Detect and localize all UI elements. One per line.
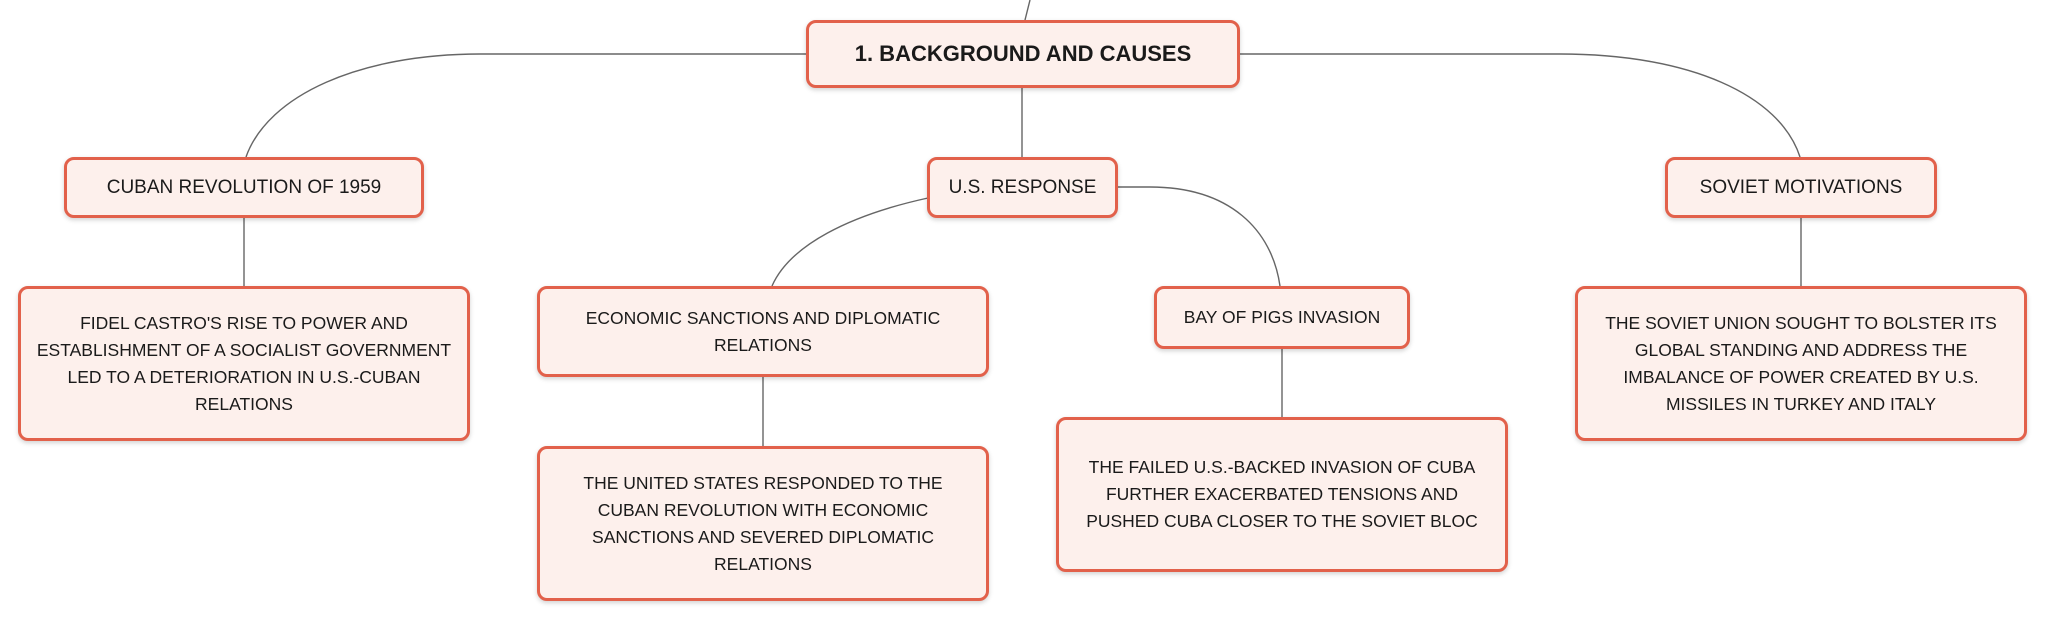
topic-us-response-label: U.S. RESPONSE: [948, 176, 1097, 198]
connector-us-response-to-bay-of-pigs: [1118, 186, 1281, 287]
topic-soviet-motivations[interactable]: SOVIET MOTIVATIONS: [1665, 157, 1937, 218]
detail-bay-of-pigs[interactable]: THE FAILED U.S.-BACKED INVASION OF CUBA …: [1056, 417, 1508, 572]
topic-soviet-motivations-label: SOVIET MOTIVATIONS: [1699, 176, 1903, 198]
detail-cuban-revolution[interactable]: FIDEL CASTRO'S RISE TO POWER AND ESTABLI…: [18, 286, 470, 441]
topic-economic-sanctions[interactable]: ECONOMIC SANCTIONS AND DIPLOMATIC RELATI…: [537, 286, 989, 377]
root-node[interactable]: 1. BACKGROUND AND CAUSES: [806, 20, 1240, 88]
connector-parent-to-root: [1024, 0, 1031, 21]
detail-economic-sanctions[interactable]: THE UNITED STATES RESPONDED TO THE CUBAN…: [537, 446, 989, 601]
detail-bay-of-pigs-text: THE FAILED U.S.-BACKED INVASION OF CUBA …: [1086, 457, 1478, 531]
topic-cuban-revolution[interactable]: CUBAN REVOLUTION OF 1959: [64, 157, 424, 218]
detail-cuban-revolution-text: FIDEL CASTRO'S RISE TO POWER AND ESTABLI…: [36, 312, 452, 414]
topic-cuban-revolution-label: CUBAN REVOLUTION OF 1959: [106, 176, 382, 198]
topic-economic-sanctions-label: ECONOMIC SANCTIONS AND DIPLOMATIC RELATI…: [585, 307, 941, 355]
connector-root-to-soviet-motivations: [1240, 53, 1801, 158]
root-node-label: 1. BACKGROUND AND CAUSES: [854, 41, 1192, 66]
connector-us-response-to-sanctions: [771, 197, 929, 287]
topic-bay-of-pigs[interactable]: BAY OF PIGS INVASION: [1154, 286, 1410, 349]
topic-us-response[interactable]: U.S. RESPONSE: [927, 157, 1118, 218]
topic-bay-of-pigs-label: BAY OF PIGS INVASION: [1183, 307, 1381, 327]
detail-soviet-motivations[interactable]: THE SOVIET UNION SOUGHT TO BOLSTER ITS G…: [1575, 286, 2027, 441]
connector-root-to-cuban-revolution: [245, 53, 806, 158]
detail-soviet-motivations-text: THE SOVIET UNION SOUGHT TO BOLSTER ITS G…: [1605, 312, 1997, 414]
detail-economic-sanctions-text: THE UNITED STATES RESPONDED TO THE CUBAN…: [583, 472, 943, 574]
